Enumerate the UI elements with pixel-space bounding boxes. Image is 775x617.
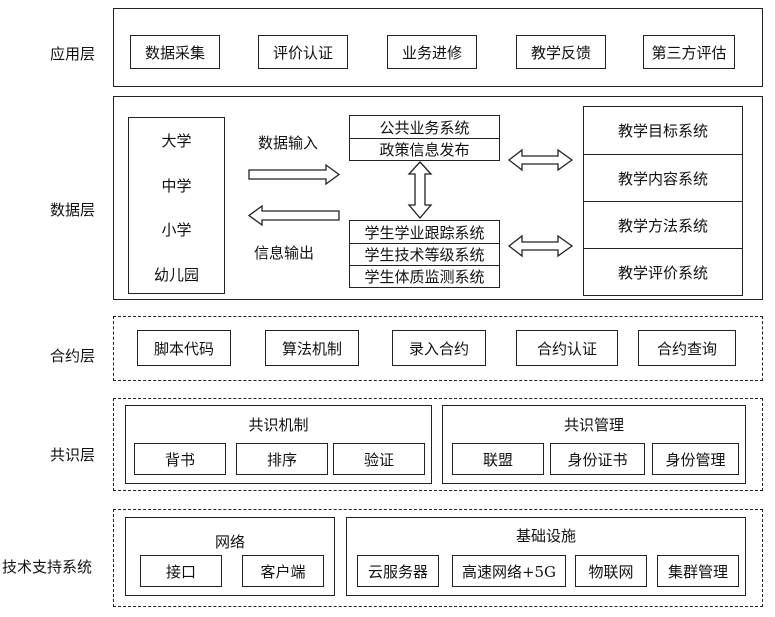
consensus-identity-certificate: 身份证书 (550, 443, 645, 475)
contract-algorithm-mechanism: 算法机制 (265, 330, 359, 366)
public-business-system: 公共业务系统 (379, 118, 470, 137)
app-item-teaching-feedback: 教学反馈 (516, 35, 606, 69)
infra-cluster-management: 集群管理 (657, 555, 739, 587)
data-layer-label: 数据层 (50, 201, 96, 219)
contract-layer-label: 合约层 (50, 347, 96, 365)
infrastructure-title: 基础设施 (515, 527, 576, 545)
consensus-layer-label: 共识层 (50, 446, 96, 464)
consensus-management-box (442, 405, 746, 484)
consensus-layer-frame (113, 398, 763, 491)
teaching-goal-system: 教学目标系统 (617, 122, 708, 140)
policy-info-release: 政策信息发布 (350, 138, 499, 160)
public-teaching-double-arrow (507, 148, 574, 172)
info-output-arrow (247, 204, 340, 227)
consensus-alliance: 联盟 (452, 443, 544, 475)
network-box (125, 517, 335, 596)
consensus-endorsement: 背书 (134, 443, 226, 475)
network-client: 客户端 (242, 555, 324, 587)
tech-support-layer-label: 技术支持系统 (2, 558, 93, 576)
teaching-systems-box: 教学目标系统 教学内容系统 教学方法系统 教学评价系统 (583, 106, 743, 296)
student-skill-level-system: 学生技术等级系统 (350, 243, 499, 265)
infra-cloud-server: 云服务器 (357, 555, 439, 587)
consensus-management-title: 共识管理 (563, 416, 624, 434)
infra-iot: 物联网 (575, 555, 647, 587)
contract-entry: 录入合约 (392, 330, 486, 366)
school-primary-school: 小学 (161, 221, 192, 239)
infrastructure-box (346, 517, 746, 596)
school-kindergarten: 幼儿园 (153, 266, 199, 284)
data-input-arrow (248, 163, 341, 186)
network-title: 网络 (214, 533, 245, 551)
data-input-label: 数据输入 (258, 134, 319, 152)
data-layer-frame (113, 96, 763, 300)
consensus-mechanism-title: 共识机制 (248, 416, 309, 434)
consensus-identity-management: 身份管理 (652, 443, 739, 475)
school-list-box (128, 117, 225, 294)
infra-high-speed-network-5g: 高速网络+5G (452, 555, 566, 587)
network-interface: 接口 (140, 555, 222, 587)
consensus-mechanism-box (125, 405, 432, 484)
student-systems-box: 学生学业跟踪系统 学生技术等级系统 学生体质监测系统 (349, 220, 500, 288)
contract-query: 合约查询 (638, 330, 736, 366)
student-fitness-monitoring-system: 学生体质监测系统 (350, 265, 499, 287)
contract-certification: 合约认证 (516, 330, 618, 366)
consensus-validation: 验证 (333, 443, 425, 475)
teaching-method-system: 教学方法系统 (584, 201, 742, 248)
contract-script-code: 脚本代码 (137, 330, 231, 366)
teaching-evaluation-system: 教学评价系统 (584, 248, 742, 295)
student-teaching-double-arrow (507, 234, 574, 258)
app-item-data-collection: 数据采集 (130, 35, 220, 69)
public-systems-box: 公共业务系统 政策信息发布 (349, 115, 500, 161)
consensus-ordering: 排序 (236, 443, 328, 475)
tech-support-layer-frame (113, 509, 763, 607)
school-university: 大学 (161, 132, 192, 150)
info-output-label: 信息输出 (254, 244, 315, 262)
application-layer-label: 应用层 (50, 45, 96, 63)
school-middle-school: 中学 (161, 177, 192, 195)
application-layer-frame (113, 8, 763, 87)
public-student-double-arrow (407, 161, 433, 220)
teaching-content-system: 教学内容系统 (584, 154, 742, 201)
app-item-evaluation-certification: 评价认证 (258, 35, 348, 69)
app-item-professional-training: 业务进修 (387, 35, 477, 69)
student-academic-tracking-system: 学生学业跟踪系统 (364, 223, 485, 242)
contract-layer-frame (113, 316, 763, 381)
app-item-third-party-evaluation: 第三方评估 (643, 35, 735, 69)
